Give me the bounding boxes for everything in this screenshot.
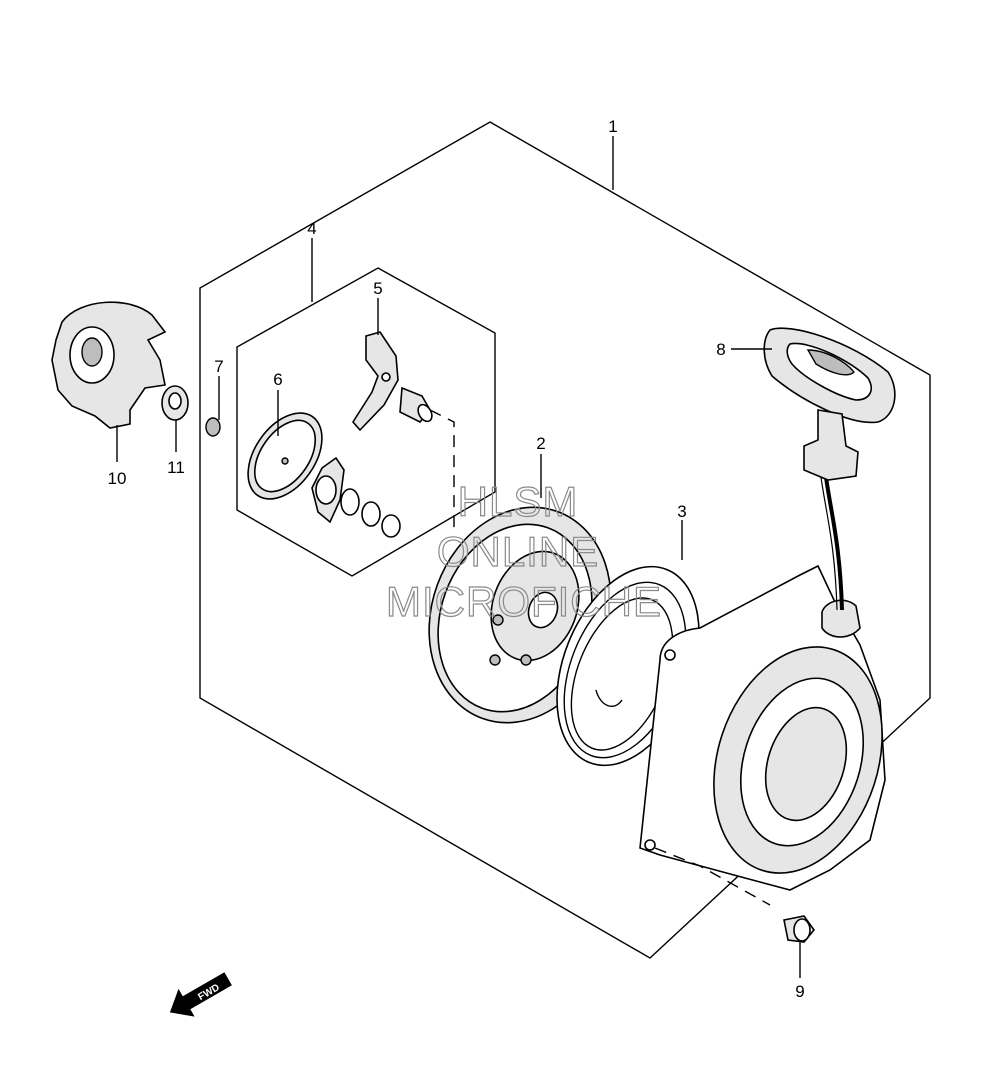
starter-rope [819, 469, 844, 611]
leader-lines [116, 136, 801, 978]
callout-9: 9 [795, 982, 804, 1001]
callout-8: 8 [716, 340, 725, 359]
alignment-line-bolt [654, 847, 771, 906]
callout-11: 11 [167, 458, 185, 477]
callout-1: 1 [608, 117, 617, 136]
friction-plate-and-springs[interactable] [311, 456, 401, 538]
fwd-arrow-label: FWD [196, 982, 221, 1003]
alignment-line-pin [429, 409, 455, 535]
callout-2: 2 [536, 434, 545, 453]
callout-10: 10 [108, 469, 127, 488]
callout-5: 5 [373, 279, 382, 298]
part-11-nut[interactable] [161, 385, 189, 421]
assembly-outline-4 [236, 267, 496, 577]
fwd-arrow: FWD [169, 972, 232, 1017]
assembly-outline-1 [199, 121, 931, 959]
watermark-line-1: HLSM [458, 478, 579, 525]
part-6-washer-plate[interactable] [233, 399, 337, 512]
part-7-clip[interactable] [205, 417, 221, 437]
part-10-drive-hub[interactable] [51, 301, 167, 429]
watermark: HLSM ONLINE MICROFICHE [385, 477, 662, 625]
part-9-bolt[interactable] [783, 915, 816, 943]
watermark-line-2: ONLINE [437, 528, 599, 575]
callout-3: 3 [677, 502, 686, 521]
pawl-pin[interactable] [399, 386, 435, 424]
part-5-ratchet-pawl[interactable] [352, 331, 399, 432]
callout-6: 6 [273, 370, 282, 389]
callout-7: 7 [214, 357, 223, 376]
callout-4: 4 [307, 219, 316, 238]
part-8-starter-handle[interactable] [763, 327, 896, 481]
watermark-line-3: MICROFICHE [386, 578, 662, 625]
starter-case[interactable] [639, 564, 910, 895]
